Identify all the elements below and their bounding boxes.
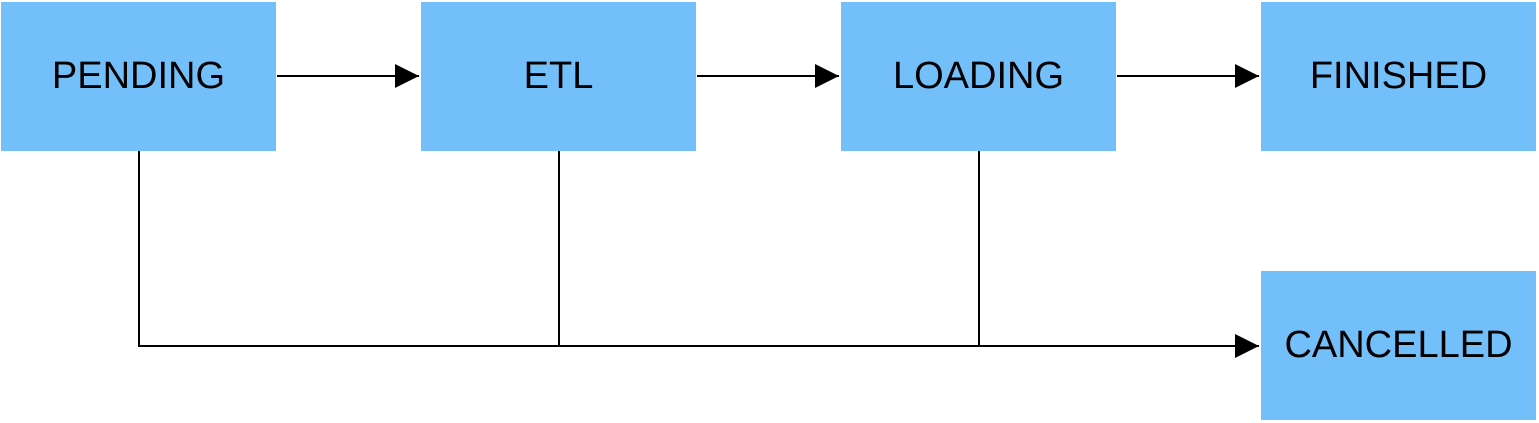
- state-label-loading: LOADING: [892, 55, 1065, 97]
- state-label-finished: FINISHED: [1309, 55, 1488, 97]
- state-node-finished: FINISHED: [1261, 2, 1536, 151]
- state-node-loading: LOADING: [841, 2, 1116, 151]
- state-label-etl: ETL: [523, 55, 594, 97]
- state-label-cancelled: CANCELLED: [1284, 324, 1513, 366]
- state-node-cancelled: CANCELLED: [1261, 271, 1536, 420]
- connector-pending-to-cancelled: [138, 151, 1259, 358]
- state-node-etl: ETL: [421, 2, 696, 151]
- state-node-pending: PENDING: [1, 2, 276, 151]
- state-label-pending: PENDING: [51, 55, 226, 97]
